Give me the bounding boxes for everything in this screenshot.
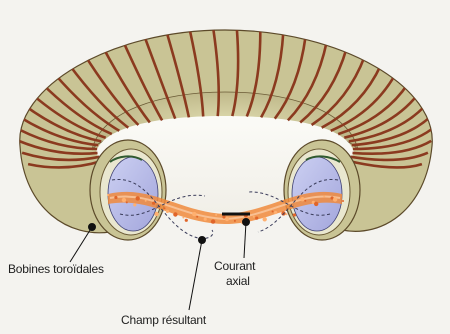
plasma-particle: [323, 195, 325, 197]
plasma-particle: [342, 200, 344, 202]
plasma-particle: [154, 212, 158, 216]
plasma-particle: [253, 216, 255, 218]
label-axial-current-line1: Courant: [214, 259, 255, 273]
plasma-particle: [152, 202, 155, 205]
plasma-particle: [225, 217, 229, 221]
label-toroidal-coils: Bobines toroïdales: [8, 262, 104, 276]
plasma-particle: [133, 203, 136, 206]
plasma-particle: [234, 220, 236, 222]
plasma-particle: [166, 210, 169, 213]
plasma-particle: [164, 207, 166, 209]
plasma-particle: [107, 194, 109, 196]
plasma-particle: [211, 219, 215, 223]
plasma-particle: [286, 213, 288, 215]
plasma-particle: [192, 212, 196, 216]
plasma-particle: [145, 200, 147, 202]
right-cross-section: [284, 140, 360, 240]
plasma-particle: [272, 211, 274, 213]
plasma-particle: [122, 198, 126, 202]
left-cross-section: [90, 140, 166, 240]
label-resulting-field: Champ résultant: [121, 313, 206, 327]
plasma-particle: [136, 196, 140, 200]
plasma-particle: [215, 214, 217, 216]
plasma-particle: [204, 218, 207, 221]
plasma-particle: [304, 200, 306, 202]
plasma-particle: [185, 219, 188, 222]
plasma-particle: [182, 217, 184, 219]
plasma-particle: [314, 202, 318, 206]
plasma-particle: [293, 213, 296, 216]
plasma-particle: [114, 196, 117, 199]
plasma-particle: [274, 211, 277, 214]
plasma-particle: [263, 217, 267, 221]
plasma-particle: [255, 217, 258, 220]
plasma-particle: [173, 212, 177, 216]
plasma-particle: [126, 201, 128, 203]
plasma-particle: [300, 197, 304, 201]
plasma-particle: [333, 197, 337, 201]
plasma-particle: [196, 216, 198, 218]
label-axial-current-line2: axial: [226, 274, 250, 288]
